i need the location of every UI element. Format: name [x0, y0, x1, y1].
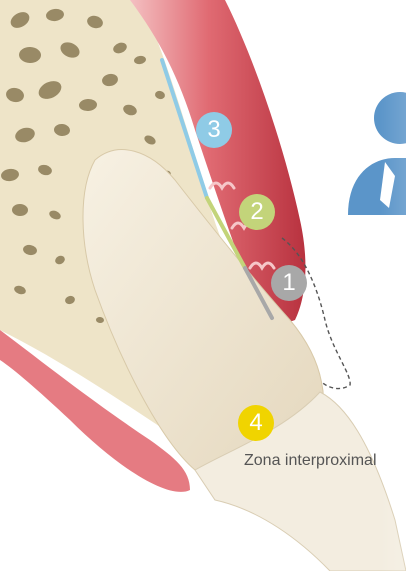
zone-2-badge: 2 — [239, 194, 275, 230]
zone-1-badge: 1 — [271, 265, 307, 301]
zone-3-badge: 3 — [196, 112, 232, 148]
interproximal-zone-label: Zona interproximal — [244, 452, 377, 470]
zone-4-badge: 4 — [238, 405, 274, 441]
